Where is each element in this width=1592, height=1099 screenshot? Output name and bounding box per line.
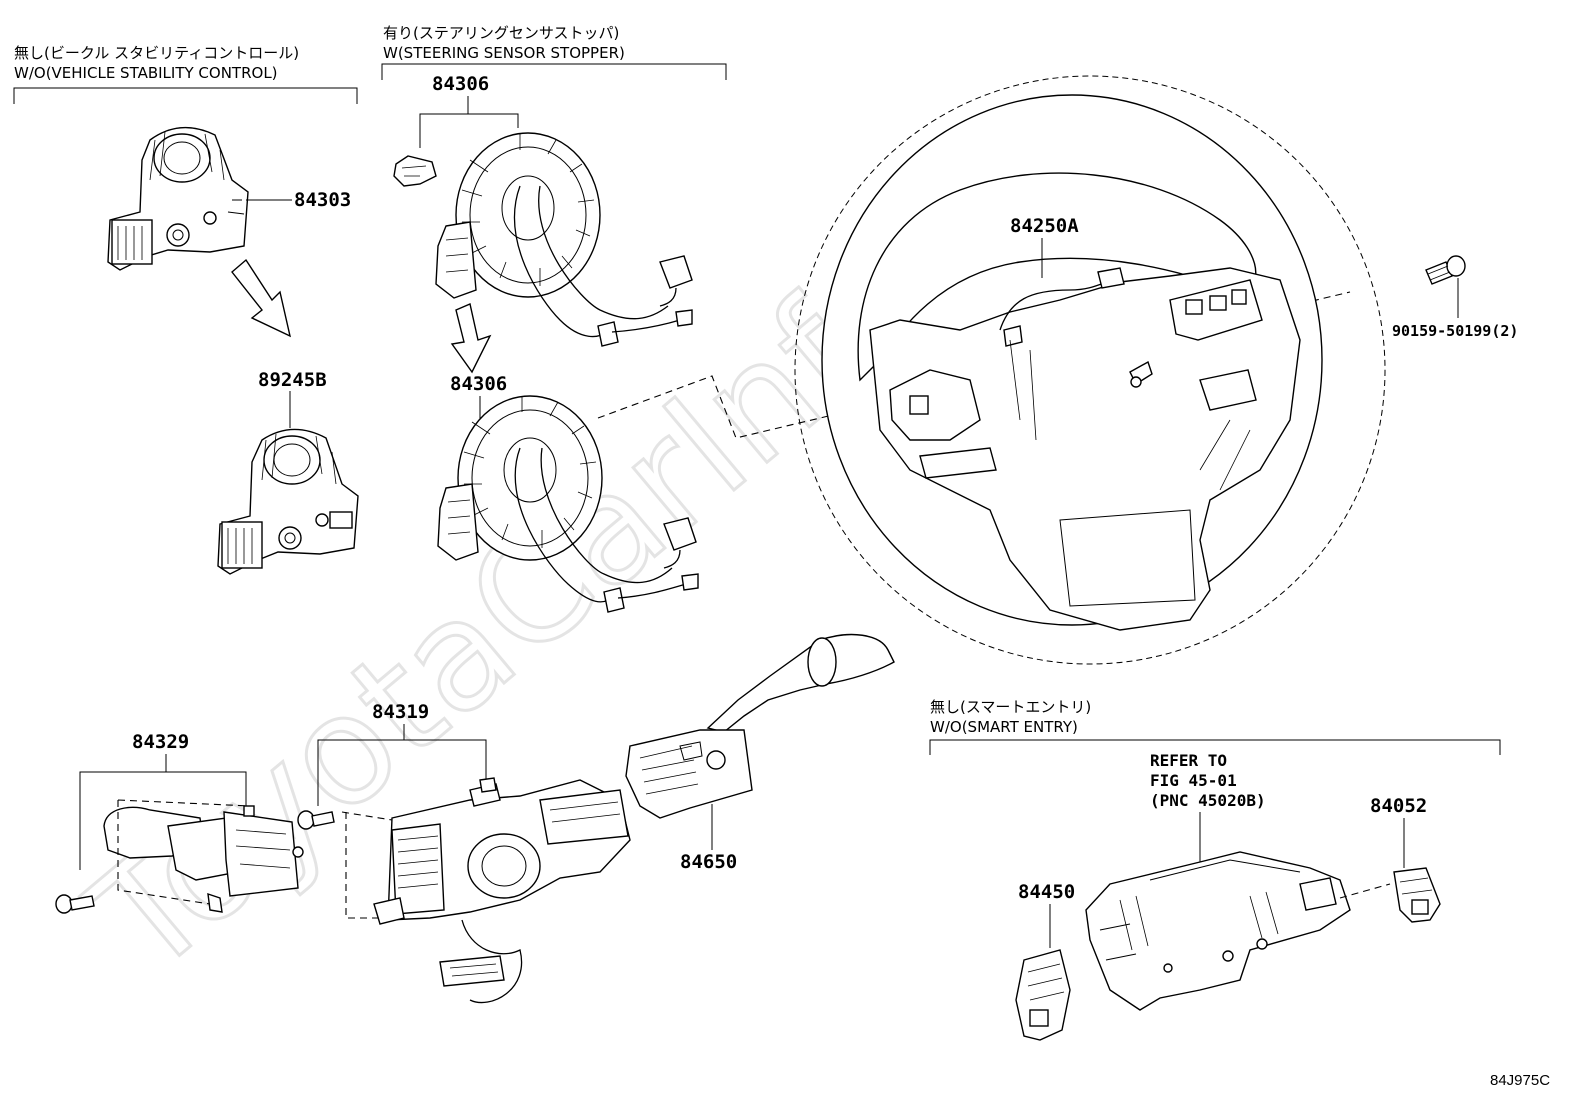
dashed-assembly-line-84329 — [117, 799, 251, 905]
part-84450-switch — [1015, 949, 1071, 1041]
part-84650-light-switch — [625, 633, 895, 819]
label-84306-bottom: 84306 — [450, 373, 507, 395]
header-wo-vsc-jp: 無し(ビークル スタビリティコントロール) — [14, 44, 299, 62]
part-84250a-steering-wheel — [794, 75, 1386, 665]
group-header-wo-smart-entry: 無し(スマートエントリ) W/O(SMART ENTRY) — [929, 698, 1501, 755]
header-w-stopper-en: W(STEERING SENSOR STOPPER) — [383, 44, 625, 62]
label-84250a: 84250A — [1010, 215, 1079, 237]
arrow-replacement-middle — [450, 303, 492, 374]
part-84329-screw — [55, 894, 95, 914]
group-header-w-stopper: 有り(ステアリングセンサストッパ) W(STEERING SENSOR STOP… — [381, 24, 727, 80]
label-84650: 84650 — [680, 851, 737, 873]
part-84319-screw — [297, 810, 335, 830]
bracket-wo-smart-entry — [929, 739, 1501, 755]
header-wo-smart-entry-en: W/O(SMART ENTRY) — [930, 718, 1078, 736]
group-header-wo-vsc: 無し(ビークル スタビリティコントロール) W/O(VEHICLE STABIL… — [13, 44, 358, 104]
label-90159-50199: 90159-50199(2) — [1392, 322, 1518, 340]
refer-line-1: REFER TO — [1150, 751, 1227, 770]
dashed-assembly-line-84319 — [341, 811, 393, 919]
bracket-w-stopper — [381, 63, 727, 80]
part-84329-wiper-switch — [103, 805, 304, 913]
label-89245b: 89245B — [258, 369, 327, 391]
part-84306-spiral-cable-bottom — [437, 395, 699, 613]
part-84306-spiral-cable-top — [393, 132, 693, 347]
header-w-stopper-jp: 有り(ステアリングセンサストッパ) — [383, 24, 619, 42]
dashed-assembly-line-84052 — [1339, 883, 1391, 899]
part-89245b-sensor — [217, 428, 359, 575]
bracket-wo-vsc — [13, 87, 358, 104]
diagram-code: 84J975C — [1490, 1072, 1550, 1089]
part-84303-sensor — [107, 126, 249, 271]
header-wo-smart-entry-jp: 無し(スマートエントリ) — [930, 698, 1091, 716]
leader-84319 — [317, 724, 487, 806]
part-45020b-column-cover — [1085, 851, 1351, 1011]
part-90159-screw — [1425, 255, 1466, 285]
label-84303: 84303 — [294, 189, 351, 211]
label-84319: 84319 — [372, 701, 429, 723]
leader-84306-top — [419, 96, 519, 148]
header-wo-vsc-en: W/O(VEHICLE STABILITY CONTROL) — [14, 64, 278, 82]
dashed-assembly-line-wheel — [597, 291, 1351, 439]
part-84319-switch-body — [373, 777, 631, 1004]
label-84052: 84052 — [1370, 795, 1427, 817]
label-84306-top: 84306 — [432, 73, 489, 95]
leader-84329 — [79, 754, 247, 870]
part-84052-switch — [1393, 867, 1441, 923]
label-84450: 84450 — [1018, 881, 1075, 903]
refer-line-3: (PNC 45020B) — [1150, 791, 1266, 810]
label-84329: 84329 — [132, 731, 189, 753]
arrow-replacement-left — [231, 258, 292, 338]
refer-line-2: FIG 45-01 — [1150, 771, 1237, 790]
